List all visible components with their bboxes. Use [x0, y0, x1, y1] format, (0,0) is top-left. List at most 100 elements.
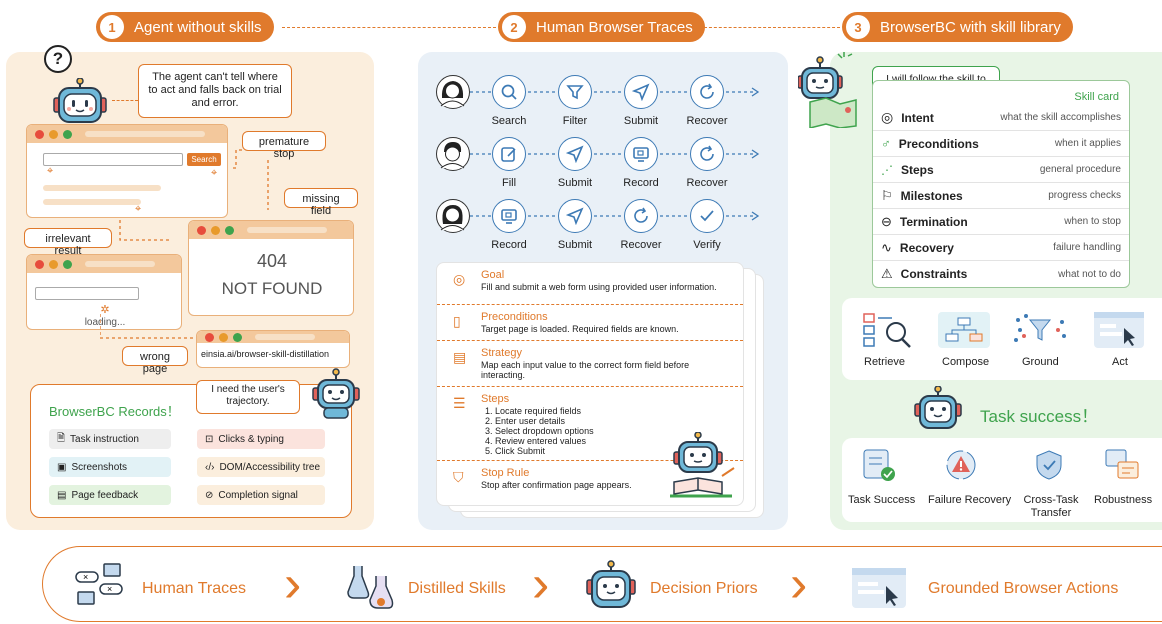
- image-icon: ▣: [57, 461, 67, 473]
- window-titlebar: [27, 255, 181, 273]
- recover-icon: [624, 199, 658, 233]
- loading-text: loading...: [84, 317, 126, 328]
- send-icon: [558, 137, 592, 171]
- dashed-connector: [704, 27, 840, 28]
- chevron-right-icon: ›: [790, 555, 808, 613]
- step-number: 3: [846, 15, 870, 39]
- error-code: 404: [256, 251, 288, 271]
- agent-speech-bubble: The agent can't tell where to act and fa…: [138, 64, 292, 118]
- svg-text:×: ×: [83, 572, 88, 582]
- record-icon: [624, 137, 658, 171]
- flag-icon: ⚐: [881, 187, 893, 203]
- send-icon: [558, 199, 592, 233]
- task-success-text: Task success！: [980, 407, 1099, 426]
- user-avatar: [436, 199, 470, 233]
- code-icon: ‹/›: [205, 461, 215, 473]
- trace-label: Fill: [501, 177, 517, 189]
- action-label: Compose: [942, 356, 990, 368]
- step-number: 2: [502, 15, 526, 39]
- record-dom-tree: ‹/›DOM/Accessibility tree: [197, 457, 325, 477]
- label-missing-field: missing field: [284, 188, 358, 217]
- action-label: Retrieve: [864, 356, 905, 368]
- robot-icon: [914, 385, 962, 437]
- action-label: Act: [1112, 356, 1128, 368]
- placeholder-line: [43, 199, 141, 205]
- robot-map-icon: [797, 52, 868, 133]
- file-icon: ▯: [453, 313, 461, 329]
- outcome-label: Failure Recovery: [928, 494, 1012, 506]
- outcome-label: Robustness: [1094, 494, 1153, 506]
- search-button[interactable]: Search: [187, 153, 221, 166]
- pipeline-step: Human Traces: [142, 580, 247, 597]
- search-icon: [492, 75, 526, 109]
- robot-icon: [312, 368, 360, 425]
- question-bubble: ?: [44, 45, 72, 73]
- robustness-icon: [1104, 448, 1140, 487]
- label-wrong-page: wrong page: [122, 346, 188, 375]
- precondition-icon: ♂: [881, 136, 891, 151]
- section-strategy: ▤ Strategy Map each input value to the c…: [437, 341, 743, 387]
- record-icon: [492, 199, 526, 233]
- user-avatar: [436, 137, 470, 171]
- trace-label: Filter: [562, 115, 588, 127]
- input-field[interactable]: [35, 287, 139, 300]
- steps-icon: ⋰: [881, 162, 893, 177]
- pulse-icon: ∿: [881, 239, 892, 255]
- record-task-instruction: 🗎Task instruction: [49, 429, 171, 449]
- chat-icon: ▤: [57, 489, 67, 501]
- shield-icon: ⛉: [453, 469, 464, 485]
- doc-icon: ▤: [453, 349, 467, 365]
- chevron-right-icon: ›: [532, 555, 550, 613]
- trace-label: Verify: [693, 239, 721, 251]
- ground-icon: [1012, 312, 1068, 353]
- browser-action-icon: [852, 568, 906, 608]
- trace-connectors: [470, 87, 760, 221]
- trace-label: Recover: [686, 115, 728, 127]
- label-irrelevant-result: irrelevant result: [24, 228, 112, 257]
- records-title: BrowserBC Records！: [49, 404, 180, 419]
- check-icon: ⊘: [205, 489, 214, 501]
- cursor-icon: ⊡: [205, 433, 214, 445]
- send-icon: [624, 75, 658, 109]
- recover-icon: [690, 75, 724, 109]
- retrieve-icon: [862, 310, 914, 355]
- act-icon: [1094, 312, 1144, 348]
- warning-icon: ⚠: [881, 266, 893, 281]
- dashed-connector: [282, 27, 496, 28]
- record-completion-signal: ⊘Completion signal: [197, 485, 325, 505]
- flask-icon: [346, 562, 396, 617]
- trace-label: Submit: [623, 115, 659, 127]
- actions-box: Retrieve Compose Ground Act: [842, 298, 1162, 380]
- skill-card-title: Skill card: [1074, 91, 1119, 103]
- click-spark-icon: ⌖: [211, 167, 218, 179]
- stop-icon: ⊖: [881, 213, 892, 229]
- header-step-1: 1 Agent without skills: [96, 12, 274, 42]
- need-speech-bubble: I need the user's trajectory.: [196, 380, 300, 414]
- compose-icon: [938, 312, 990, 348]
- trace-label: Recover: [620, 239, 662, 251]
- check-icon: [690, 199, 724, 233]
- window-titlebar: [197, 331, 349, 343]
- user-avatar: [436, 75, 470, 109]
- dashed-arrow: [100, 314, 194, 339]
- reading-robot-icon: [664, 431, 738, 507]
- search-input[interactable]: [43, 153, 183, 166]
- dashed-connector: [112, 100, 138, 101]
- outcome-label: Task Success: [848, 494, 916, 506]
- action-label: Ground: [1022, 356, 1059, 368]
- pipeline-step: Grounded Browser Actions: [928, 580, 1119, 597]
- browser-window-url: einsia.ai/browser-skill-distillation: [196, 330, 350, 368]
- browser-window-loading: ✲ loading...: [26, 254, 182, 330]
- recover-icon: [690, 137, 724, 171]
- trace-label: Recover: [686, 177, 728, 189]
- edit-icon: [492, 137, 526, 171]
- filter-icon: [558, 75, 592, 109]
- header-label: Human Browser Traces: [536, 18, 693, 36]
- section-preconditions: ▯ Preconditions Target page is loaded. R…: [437, 305, 743, 341]
